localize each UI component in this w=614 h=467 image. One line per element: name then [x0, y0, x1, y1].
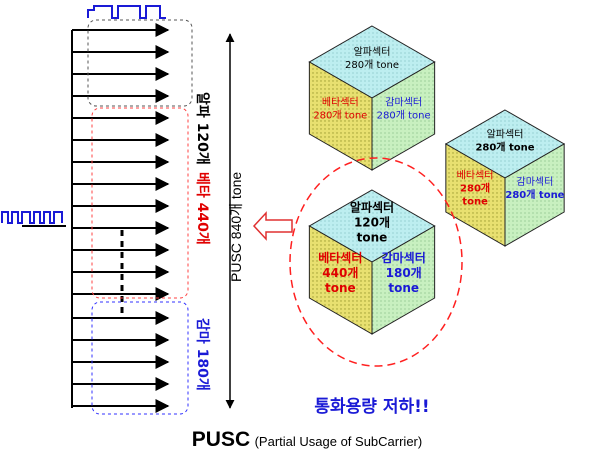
alpha-group-label: 알파 120개: [194, 92, 210, 165]
top-beta-text: 베타섹터: [322, 97, 359, 109]
main-beta-text: 베타섹터: [318, 250, 362, 265]
caption-sub: (Partial Usage of SubCarrier): [254, 434, 423, 449]
congestion-highlight: [289, 157, 463, 367]
beta-group-box: [91, 107, 189, 299]
main-alpha-text: 알파섹터: [350, 199, 394, 214]
beta-group-label: 베타 440개: [194, 172, 210, 245]
top-alpha-text: 280개 tone: [345, 59, 399, 71]
top-signal-icon: [87, 5, 166, 19]
main-alpha-text: 120개: [354, 215, 390, 229]
right-beta-text: 베타섹터: [457, 170, 494, 182]
total-tone-label: PUSC 840개 tone: [228, 172, 244, 282]
top-beta-text: 280개 tone: [313, 110, 367, 122]
main-alpha-text: tone: [357, 230, 388, 244]
right-gamma-text: 감마섹터: [517, 176, 554, 188]
main-gamma-text: 180개: [386, 266, 422, 280]
top-gamma-text: 280개 tone: [377, 110, 431, 122]
top-beta-face: [308, 61, 373, 171]
main-beta-text: 440개: [322, 266, 358, 280]
right-beta-face: [445, 143, 506, 247]
hollow-left-arrow-icon: [252, 211, 293, 241]
main-gamma-text: tone: [388, 281, 419, 295]
right-alpha-text: 알파섹터: [487, 128, 524, 140]
right-beta-text: tone: [462, 197, 488, 208]
subcarrier-arrows: [72, 23, 170, 413]
top-gamma-text: 감마섹터: [385, 97, 422, 109]
main-beta-face: [308, 225, 373, 335]
right-alpha-text: 280개 tone: [475, 140, 534, 153]
figure-caption: PUSC (Partial Usage of SubCarrier): [0, 428, 614, 452]
input-signal-icon: [1, 211, 63, 224]
right-beta-text: 280개: [460, 182, 490, 195]
top-alpha-text: 알파섹터: [354, 46, 391, 58]
caption-main: PUSC: [191, 428, 251, 451]
gamma-group-label: 감마 180개: [194, 318, 211, 391]
gamma-group-box: [91, 301, 189, 415]
alpha-group-box: [87, 19, 193, 107]
right-gamma-text: 280개 tone: [505, 188, 564, 201]
main-gamma-text: 감마섹터: [382, 250, 426, 265]
main-beta-text: tone: [325, 281, 356, 295]
capacity-drop-notice: 통화용량 저하!!: [314, 397, 429, 417]
